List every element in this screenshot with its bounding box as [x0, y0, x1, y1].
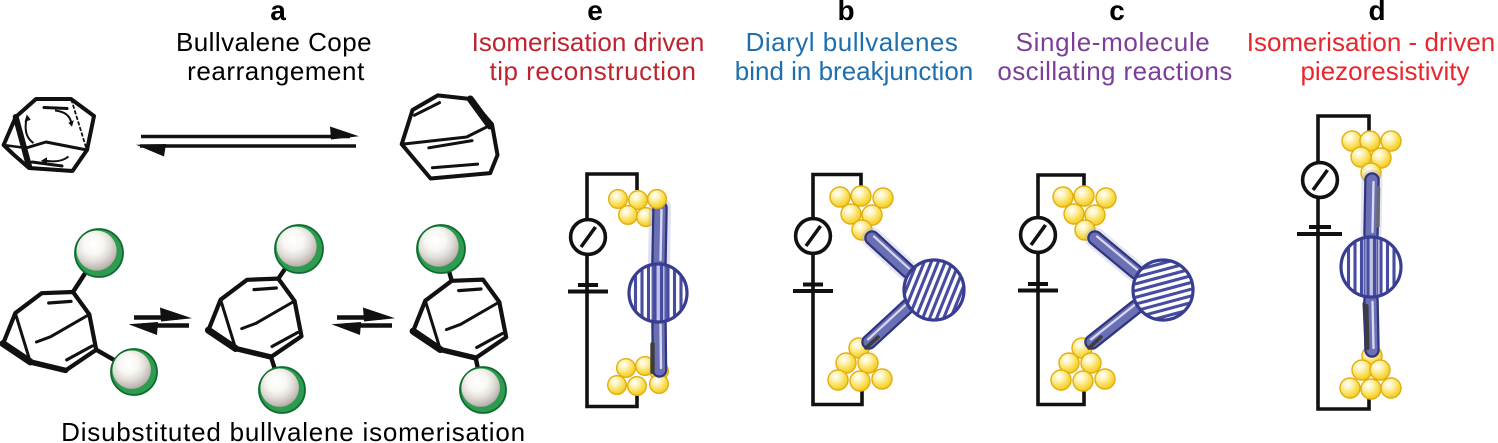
svg-text:Single-molecule: Single-molecule: [1016, 27, 1211, 57]
svg-text:Bullvalene Cope: Bullvalene Cope: [176, 27, 372, 57]
svg-text:piezoresistivity: piezoresistivity: [1300, 56, 1469, 86]
svg-text:tip reconstruction: tip reconstruction: [490, 56, 697, 86]
svg-text:rearrangement: rearrangement: [187, 56, 365, 86]
svg-text:b: b: [837, 0, 854, 26]
svg-text:Isomerisation driven: Isomerisation driven: [472, 27, 705, 57]
svg-text:Diaryl bullvalenes: Diaryl bullvalenes: [746, 27, 959, 57]
svg-text:d: d: [1368, 0, 1385, 26]
svg-text:bind in breakjunction: bind in breakjunction: [735, 56, 974, 86]
svg-text:Isomerisation - driven: Isomerisation - driven: [1247, 27, 1496, 57]
svg-text:c: c: [1109, 0, 1125, 26]
svg-text:Disubstituted bullvalene isom: Disubstituted bullvalene isomerisation: [61, 417, 526, 443]
svg-text:e: e: [587, 0, 603, 26]
svg-text:oscillating reactions: oscillating reactions: [997, 56, 1232, 86]
svg-text:a: a: [270, 0, 286, 26]
